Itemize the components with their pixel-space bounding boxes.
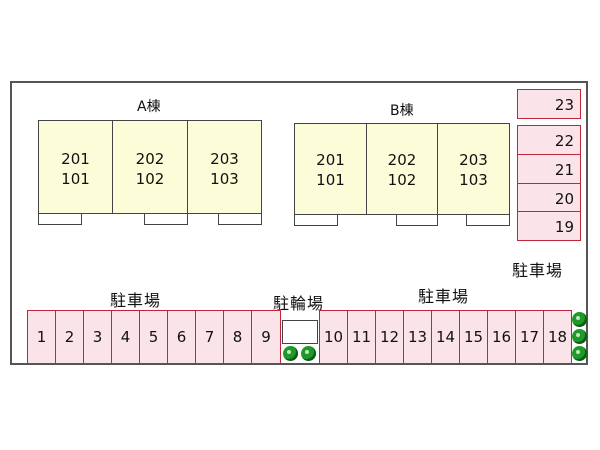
tree-icon bbox=[283, 346, 298, 361]
parking-slot-21: 21 bbox=[517, 154, 581, 184]
parking-slot-11: 11 bbox=[347, 310, 376, 364]
parking-slot-3: 3 bbox=[83, 310, 112, 364]
unit-number-lower: 103 bbox=[459, 171, 488, 189]
entrance-step bbox=[218, 213, 262, 225]
unit-number-upper: 201 bbox=[316, 151, 345, 169]
unit-number-upper: 202 bbox=[135, 150, 165, 168]
parking-slot-8: 8 bbox=[223, 310, 252, 364]
entrance-step bbox=[466, 214, 510, 226]
tree-icon bbox=[572, 312, 587, 327]
bicycle-parking-label: 駐輪場 bbox=[273, 294, 325, 313]
parking-slot-22: 22 bbox=[517, 125, 581, 155]
parking-label-left: 駐車場 bbox=[110, 291, 162, 310]
tree-icon bbox=[572, 346, 587, 361]
parking-slot-18: 18 bbox=[543, 310, 572, 364]
building-b-unit-3: 203 103 bbox=[437, 123, 510, 215]
parking-slot-20: 20 bbox=[517, 183, 581, 213]
unit-number-upper: 201 bbox=[61, 150, 90, 168]
unit-number-lower: 103 bbox=[210, 170, 239, 188]
parking-label-side: 駐車場 bbox=[512, 261, 564, 280]
entrance-step bbox=[144, 213, 188, 225]
unit-number-lower: 101 bbox=[61, 170, 90, 188]
tree-icon bbox=[572, 329, 587, 344]
parking-slot-6: 6 bbox=[167, 310, 196, 364]
parking-slot-4: 4 bbox=[111, 310, 140, 364]
entrance-step bbox=[294, 214, 338, 226]
bicycle-parking-area bbox=[282, 320, 318, 344]
parking-label-right: 駐車場 bbox=[418, 287, 470, 306]
building-a-unit-2: 202 102 bbox=[112, 120, 188, 214]
parking-slot-1: 1 bbox=[27, 310, 56, 364]
entrance-step bbox=[396, 214, 438, 226]
parking-slot-16: 16 bbox=[487, 310, 516, 364]
parking-slot-5: 5 bbox=[139, 310, 168, 364]
parking-slot-17: 17 bbox=[515, 310, 544, 364]
parking-slot-13: 13 bbox=[403, 310, 432, 364]
unit-number-upper: 203 bbox=[210, 150, 239, 168]
entrance-step bbox=[38, 213, 82, 225]
parking-slot-23: 23 bbox=[517, 89, 581, 119]
unit-number-lower: 102 bbox=[135, 170, 165, 188]
building-a-label: A棟 bbox=[137, 99, 161, 115]
building-b-unit-1: 201 101 bbox=[294, 123, 367, 215]
tree-icon bbox=[301, 346, 316, 361]
unit-number-upper: 202 bbox=[387, 151, 417, 169]
unit-number-upper: 203 bbox=[459, 151, 488, 169]
parking-slot-14: 14 bbox=[431, 310, 460, 364]
building-a-unit-3: 203 103 bbox=[187, 120, 262, 214]
building-a-unit-1: 201 101 bbox=[38, 120, 113, 214]
building-b-label: B棟 bbox=[390, 103, 414, 119]
parking-slot-7: 7 bbox=[195, 310, 224, 364]
unit-number-lower: 101 bbox=[316, 171, 345, 189]
building-b-unit-2: 202 102 bbox=[366, 123, 438, 215]
unit-number-lower: 102 bbox=[387, 171, 417, 189]
parking-slot-10: 10 bbox=[319, 310, 348, 364]
parking-slot-12: 12 bbox=[375, 310, 404, 364]
parking-slot-9: 9 bbox=[251, 310, 281, 364]
parking-slot-2: 2 bbox=[55, 310, 84, 364]
parking-slot-15: 15 bbox=[459, 310, 488, 364]
parking-slot-19: 19 bbox=[517, 211, 581, 241]
